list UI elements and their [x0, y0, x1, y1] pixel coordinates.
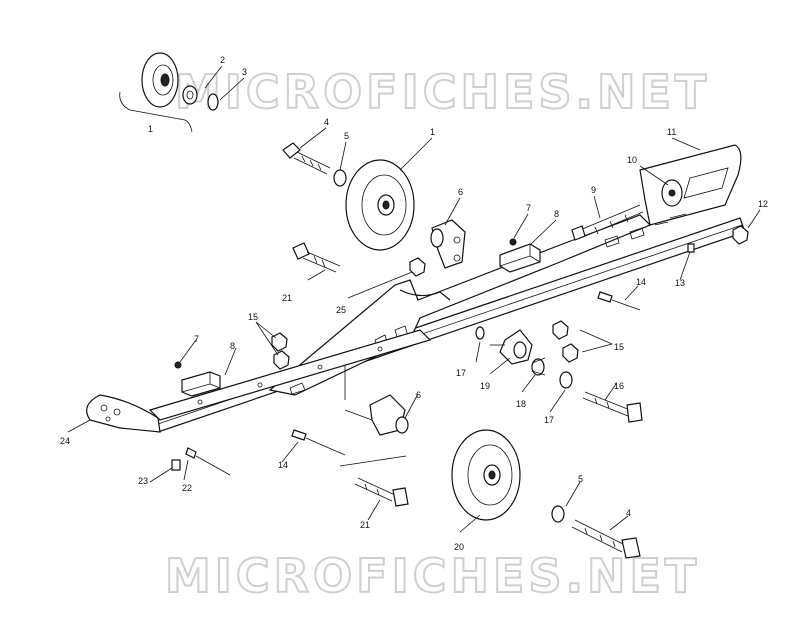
callout-2: 2	[220, 55, 225, 65]
screw-23	[171, 459, 181, 471]
rear-bracket	[639, 144, 742, 226]
bolt-4-lower	[571, 519, 641, 559]
watermark-bottom: MICROFICHES.NET	[165, 549, 700, 603]
callout-17-upper: 17	[456, 368, 466, 378]
rod-14-upper	[597, 291, 641, 311]
callout-6-lower: 6	[416, 390, 421, 400]
pin-13	[687, 243, 695, 253]
nut-7-lower	[174, 361, 182, 369]
washer-17-lower	[559, 371, 573, 389]
callout-6-upper: 6	[458, 187, 463, 197]
watermark-top: MICROFICHES.NET	[175, 65, 710, 119]
bracket-6-upper	[430, 219, 466, 269]
callout-9: 9	[591, 185, 596, 195]
callout-19: 19	[480, 381, 490, 391]
callout-11: 11	[667, 127, 676, 137]
callout-14-lower: 14	[278, 460, 288, 470]
callout-24: 24	[60, 436, 70, 446]
nut-12	[732, 225, 749, 245]
nut-7-upper	[509, 238, 517, 246]
washer-17-upper	[475, 326, 485, 340]
bolt-4-upper	[282, 142, 331, 175]
callout-5-lower: 5	[578, 474, 583, 484]
callout-1-detail: 1	[148, 124, 153, 134]
bolt-9	[571, 204, 644, 241]
callout-10: 10	[627, 155, 637, 165]
wheel-upper	[345, 159, 415, 251]
callout-8-lower: 8	[230, 341, 235, 351]
callout-8-upper: 8	[554, 209, 559, 219]
callout-20: 20	[454, 542, 464, 552]
wheel-lower	[451, 429, 521, 521]
callout-25: 25	[336, 305, 346, 315]
wear-block-lower	[181, 371, 221, 397]
nut-15-left-b	[273, 350, 290, 370]
nut-15-right-b	[562, 343, 579, 363]
callout-7-upper: 7	[526, 203, 531, 213]
callout-12: 12	[758, 199, 768, 209]
callout-15-right: 15	[614, 342, 624, 352]
spacer-18	[531, 357, 546, 376]
wheel-detail	[119, 52, 219, 133]
bolt-21-upper	[292, 242, 341, 273]
callout-16: 16	[614, 381, 624, 391]
rod-14-lower	[291, 429, 346, 456]
callout-4-lower: 4	[626, 508, 631, 518]
callout-17-lower: 17	[544, 415, 554, 425]
callout-14-upper: 14	[636, 277, 646, 287]
washer-5-upper	[333, 169, 347, 187]
callout-4-upper: 4	[324, 117, 329, 127]
bolt-16	[582, 391, 643, 423]
lower-frame	[148, 329, 432, 421]
callout-21-upper: 21	[282, 293, 292, 303]
callout-5-upper: 5	[344, 131, 349, 141]
callout-3: 3	[242, 67, 247, 77]
nut-25	[409, 257, 426, 277]
callout-23: 23	[138, 476, 148, 486]
callout-13: 13	[675, 278, 685, 288]
callout-21-lower: 21	[360, 520, 370, 530]
callout-1-main: 1	[430, 127, 435, 137]
callout-15-left: 15	[248, 312, 258, 322]
cable-22	[185, 447, 231, 476]
nut-15-right-a	[552, 320, 569, 340]
wear-block-upper	[499, 243, 541, 273]
bracket-6-lower	[344, 365, 409, 436]
callout-labels: 1 2 3 4 5 1 6 7 8 9 10 11 12 13 14 15 15…	[60, 55, 768, 552]
bushing-19	[490, 329, 533, 365]
leader-lines	[67, 65, 761, 533]
nut-15-left-a	[271, 332, 288, 352]
washer-5-lower	[551, 505, 565, 523]
callout-22: 22	[182, 483, 192, 493]
callout-7-lower: 7	[194, 334, 199, 344]
bolt-21-lower	[354, 477, 409, 507]
callout-18: 18	[516, 399, 526, 409]
